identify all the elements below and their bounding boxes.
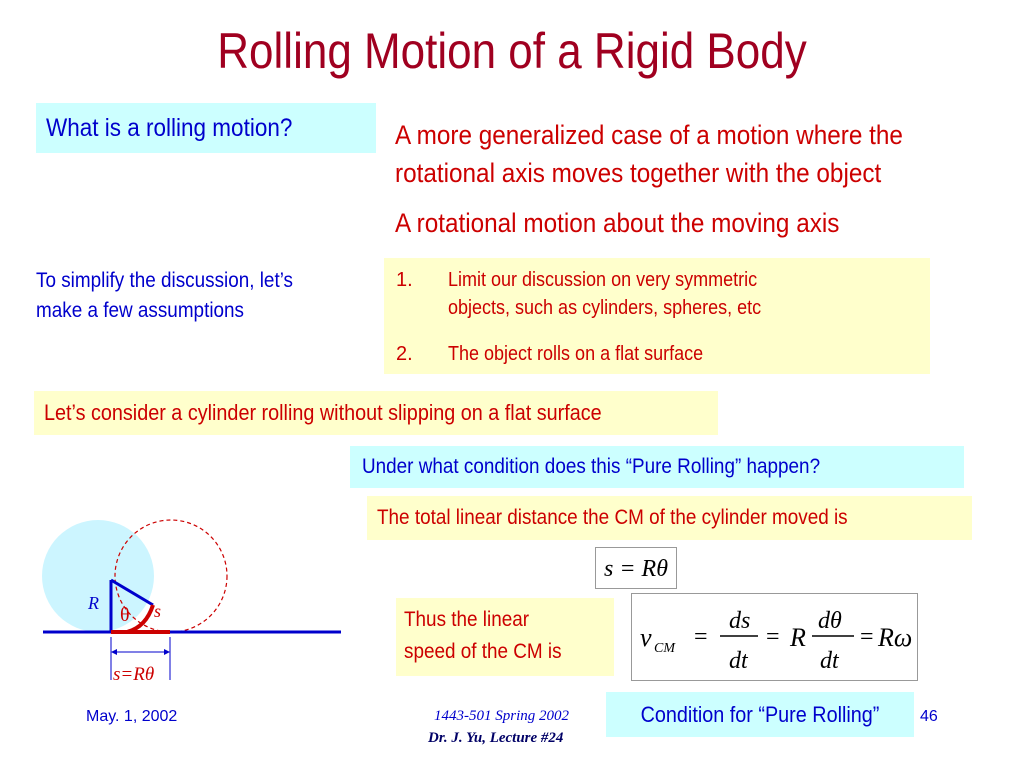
rotational-motion-text: A rotational motion about the moving axi… [395,208,840,238]
assumptions-box: 1. Limit our discussion on very symmetri… [384,258,930,374]
equation-v-cm-svg: v CM = ds dt = R dθ dt = Rω [640,608,912,674]
footer-lecture: Dr. J. Yu, Lecture #24 [428,730,564,746]
rolling-definition: A more generalized case of a motion wher… [395,116,903,192]
equation-s-r-theta: s = Rθ [595,547,677,589]
equation-v-cm: v CM = ds dt = R dθ dt = Rω [631,593,918,681]
eq-equals-2: = [766,624,780,650]
consider-box: Let’s consider a cylinder rolling withou… [34,391,718,435]
page-title: Rolling Motion of a Rigid Body [217,23,807,79]
simplify-note: To simplify the discussion, let’s make a… [36,266,293,326]
eq-dtheta: dθ [818,608,842,634]
cylinder-initial-position [42,520,154,632]
eq-v-subscript: CM [654,641,676,656]
equation-s-svg: s = Rθ [604,556,668,582]
rolling-motion-question: What is a rolling motion? [36,103,376,153]
eq-v: v [640,623,652,652]
assumption-text: Limit our discussion on very symmetric o… [448,266,761,322]
page-number: 46 [920,708,938,725]
label-r: R [87,593,99,613]
rolling-cylinder-diagram: R θ s s=Rθ [42,519,341,685]
label-s-equals-r-theta: s=Rθ [113,664,154,685]
definition-line-1: A more generalized case of a motion wher… [395,120,903,150]
distance-arrow-head-left [111,649,117,655]
label-s: s [154,601,161,621]
eq-equals-3: = [860,624,874,650]
equation-s-text: s = Rθ [604,556,668,582]
footer-date: May. 1, 2002 [86,708,178,725]
eq-r: R [789,623,806,652]
label-theta: θ [120,604,130,626]
assumption-number: 1. [396,269,413,291]
eq-dt-2: dt [820,648,840,674]
thus-box: Thus the linear speed of the CM is [396,598,614,676]
thus-line-1: Thus the linear [404,608,530,631]
eq-r-omega: Rω [877,623,912,652]
eq-dt-1: dt [729,648,749,674]
eq-ds: ds [729,608,750,634]
definition-line-2: rotational axis moves together with the … [395,158,882,188]
eq-equals-1: = [694,624,708,650]
simplify-line-2: make a few assumptions [36,299,244,322]
assumption-number: 2. [396,343,413,365]
thus-line-2: speed of the CM is [404,640,562,663]
pure-rolling-condition: Condition for “Pure Rolling” [606,692,914,737]
total-distance-box: The total linear distance the CM of the … [367,496,972,540]
total-distance-text: The total linear distance the CM of the … [377,506,848,529]
simplify-line-1: To simplify the discussion, let’s [36,269,294,292]
assumption-text: The object rolls on a flat surface [448,343,704,365]
rolling-motion-question-text: What is a rolling motion? [46,114,293,142]
assumption-line: Limit our discussion on very symmetric [448,269,758,291]
pure-rolling-question: Under what condition does this “Pure Rol… [350,446,964,488]
consider-text: Let’s consider a cylinder rolling withou… [44,400,602,425]
distance-arrow-head-right [164,649,170,655]
radius-rotated [110,578,154,607]
pure-rolling-condition-text: Condition for “Pure Rolling” [640,702,880,727]
pure-rolling-question-text: Under what condition does this “Pure Rol… [362,455,821,478]
footer-course: 1443-501 Spring 2002 [434,708,569,724]
assumption-line: objects, such as cylinders, spheres, etc [448,297,762,319]
